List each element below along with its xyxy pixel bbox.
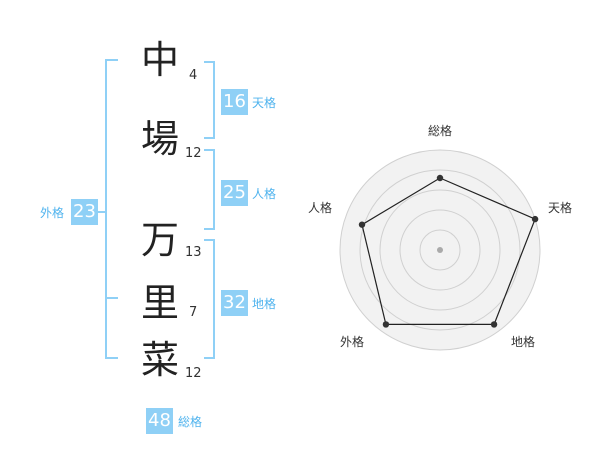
name-char-2: 場: [141, 117, 180, 161]
jinkaku-value: 25: [221, 180, 248, 206]
radar-ring-5: [339, 149, 541, 351]
name-char-1: 中: [141, 38, 180, 82]
radar-ring-4: [359, 169, 521, 331]
radar-point-2: [531, 215, 539, 223]
jinkaku-bracket: [204, 149, 215, 230]
stroke-count-2: 12: [185, 146, 202, 161]
jinkaku-label: 人格: [252, 187, 277, 201]
gaikaku-value: 23: [71, 199, 98, 225]
radar-point-3: [490, 321, 498, 328]
tenkaku-label: 天格: [252, 96, 277, 110]
stroke-count-3: 13: [185, 245, 202, 260]
name-char-5: 菜: [141, 338, 180, 382]
radar-ring-3: [379, 189, 501, 311]
tenkaku-value: 16: [221, 89, 248, 115]
tenkaku-bracket: [204, 61, 215, 139]
radar-ring-1: [419, 229, 461, 271]
radar-label-soukaku: 総格: [428, 124, 453, 138]
name-char-3: 万: [141, 218, 180, 262]
radar-polygon: [361, 177, 536, 325]
chikaku-label: 地格: [252, 297, 277, 311]
radar-label-jinkaku: 人格: [308, 201, 333, 215]
gaikaku-label: 外格: [40, 206, 65, 220]
soukaku-value: 48: [146, 408, 173, 434]
soukaku-label: 総格: [178, 415, 203, 429]
stroke-count-4: 7: [189, 305, 198, 320]
radar-center-dot: [437, 247, 443, 253]
radar-ring-2: [399, 209, 481, 291]
radar-point-1: [436, 174, 444, 182]
radar-point-4: [382, 321, 390, 328]
radar-chart: [339, 149, 541, 351]
radar-label-gaikaku: 外格: [340, 335, 365, 349]
radar-point-5: [358, 221, 366, 228]
gaikaku-bracket: [105, 59, 118, 359]
stroke-count-5: 12: [185, 366, 202, 381]
radar-label-tenkaku: 天格: [548, 201, 573, 215]
chikaku-value: 32: [221, 290, 248, 316]
radar-label-chikaku: 地格: [511, 335, 536, 349]
chikaku-bracket: [204, 239, 215, 359]
stroke-count-1: 4: [189, 68, 198, 83]
name-char-4: 里: [141, 281, 180, 325]
